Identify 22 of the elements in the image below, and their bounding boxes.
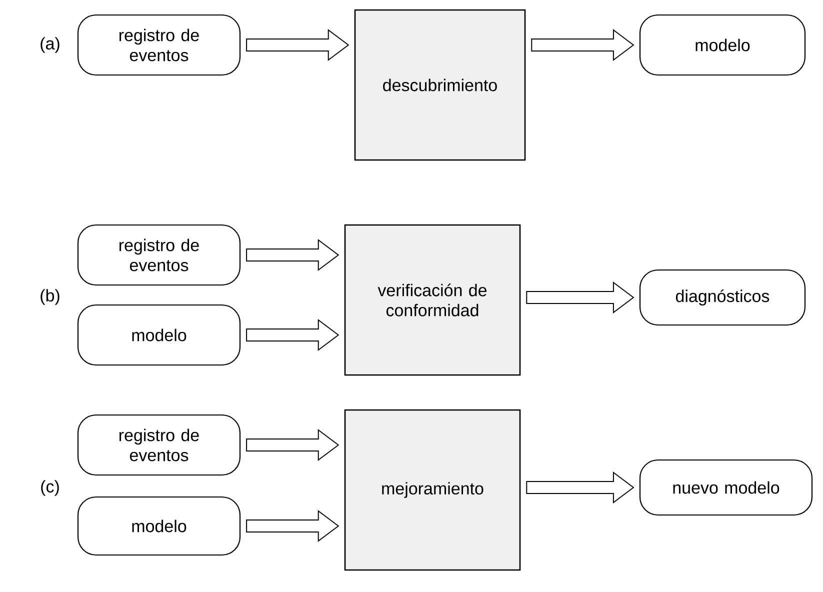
panel-label: (c) (41, 480, 59, 496)
data-box: registro de eventos (77, 414, 241, 476)
data-box: modelo (77, 304, 241, 366)
hollow-arrow (246, 319, 340, 351)
data-box: modelo (77, 496, 241, 556)
process-box: descubrimiento (354, 9, 526, 161)
hollow-arrow (526, 472, 634, 504)
data-box: modelo (639, 14, 806, 76)
data-box: registro de eventos (77, 224, 241, 286)
data-box: diagnósticos (639, 269, 806, 326)
panel-label: (a) (40, 37, 60, 53)
hollow-arrow (246, 510, 340, 542)
hollow-arrow (246, 429, 340, 461)
hollow-arrow (531, 29, 634, 61)
process-box: mejoramiento (344, 409, 521, 571)
hollow-arrow (246, 29, 350, 61)
data-box: nuevo modelo (639, 459, 813, 516)
hollow-arrow (526, 282, 634, 314)
data-box: registro de eventos (77, 14, 241, 76)
process-box: verificación de conformidad (344, 224, 521, 376)
hollow-arrow (246, 239, 340, 271)
panel-label: (b) (40, 289, 60, 305)
